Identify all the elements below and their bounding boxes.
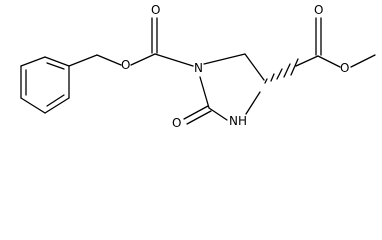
bond bbox=[270, 73, 275, 82]
stereo-hash-bond bbox=[264, 58, 299, 84]
atom-label-o-ring-carbonyl: O bbox=[172, 116, 181, 130]
benzene-ring bbox=[20, 56, 70, 114]
bond bbox=[20, 56, 46, 67]
bond bbox=[283, 63, 291, 78]
bond bbox=[276, 68, 283, 80]
bond bbox=[203, 53, 246, 65]
molecule-diagram: O O N NH O O O bbox=[20, 3, 376, 130]
bond bbox=[290, 58, 299, 76]
bond bbox=[244, 53, 265, 81]
bond bbox=[199, 76, 210, 109]
bond bbox=[245, 91, 261, 115]
atom-label-o-ester-benzyl: O bbox=[121, 58, 130, 72]
bond bbox=[350, 54, 376, 68]
atom-label-o-carbonyl-cbz: O bbox=[151, 3, 160, 17]
structure-canvas: O O N NH O O O bbox=[20, 3, 376, 130]
bond bbox=[44, 56, 70, 67]
atom-label-n1: N bbox=[194, 61, 203, 75]
bond bbox=[96, 54, 122, 66]
atom-label-o-carbonyl-methyl: O bbox=[314, 3, 323, 17]
bond bbox=[208, 107, 228, 121]
bond bbox=[46, 94, 65, 107]
bond bbox=[130, 53, 156, 66]
bond bbox=[295, 55, 319, 67]
bond bbox=[264, 78, 268, 84]
bond bbox=[68, 54, 98, 67]
bond bbox=[186, 110, 212, 125]
bond bbox=[317, 55, 341, 68]
bond bbox=[183, 105, 209, 120]
bond bbox=[154, 53, 194, 67]
bond bbox=[46, 62, 65, 70]
bond bbox=[44, 97, 70, 114]
atom-label-o-ester-methyl: O bbox=[340, 61, 349, 75]
bond bbox=[20, 97, 46, 114]
atom-label-nh: NH bbox=[229, 114, 247, 128]
